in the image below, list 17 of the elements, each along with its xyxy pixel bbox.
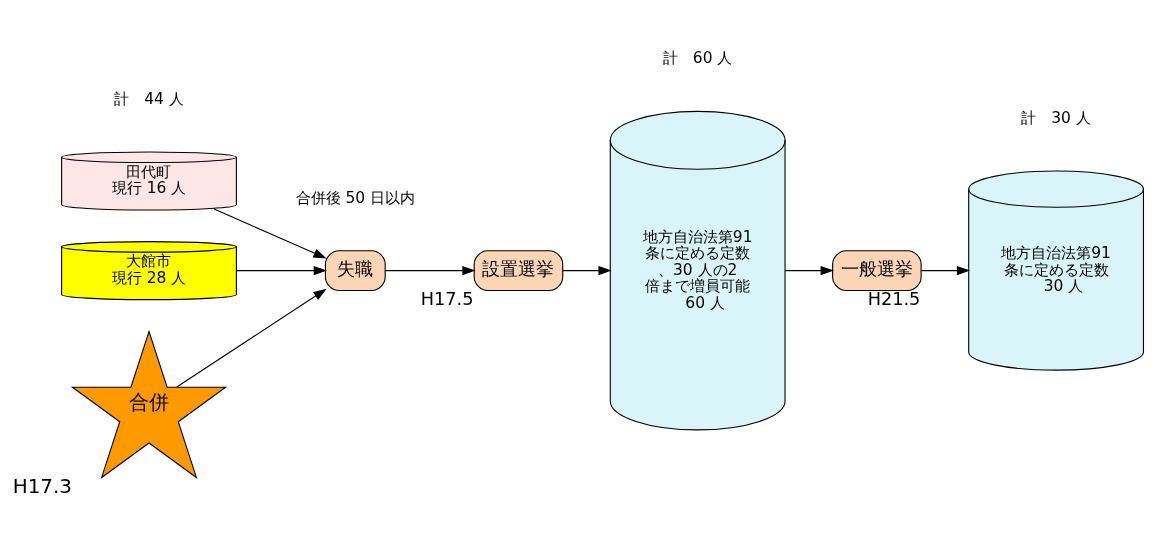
node-box: 失職 [324, 249, 386, 291]
node-box: 設置選挙 [473, 249, 564, 291]
node-label: H21.5 [867, 288, 921, 309]
node-label: H17.3 [12, 474, 73, 498]
arrow [784, 265, 834, 275]
arrow [562, 265, 612, 275]
node-box: 一般選挙 [832, 249, 922, 291]
label: 計 60 人 [662, 48, 733, 67]
label: 計 30 人 [1021, 108, 1091, 127]
node-label: H17.5 [420, 288, 474, 309]
arrow [176, 288, 327, 388]
label: 合併後 50 日以内 [295, 188, 416, 207]
arrow [236, 265, 327, 275]
arrow [213, 208, 327, 259]
arrow [920, 265, 971, 275]
label: 計 44 人 [114, 89, 184, 108]
arrow [384, 265, 476, 275]
